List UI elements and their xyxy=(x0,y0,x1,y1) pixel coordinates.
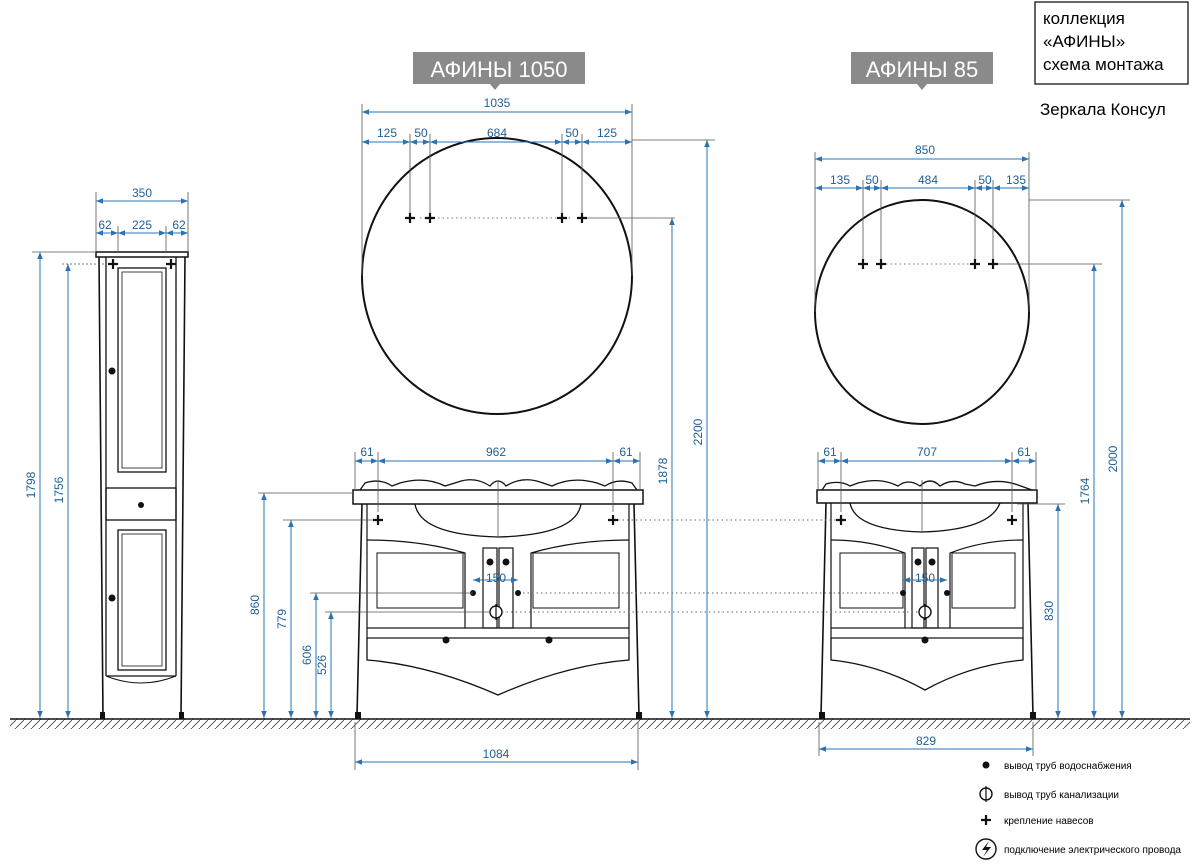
left-mirror-hinges xyxy=(405,213,587,223)
dim-left-mirror-hinge: 1878 xyxy=(656,457,670,484)
title-left-text: АФИНЫ 1050 xyxy=(431,57,568,82)
dim-column-side-right: 62 xyxy=(172,218,186,232)
title-right-text: АФИНЫ 85 xyxy=(866,57,978,82)
title-left: АФИНЫ 1050 xyxy=(413,52,585,90)
legend-hinge-text: крепление навесов xyxy=(1004,816,1094,827)
dim-left-mirror-gap-right: 50 xyxy=(565,126,579,140)
right-cabinet xyxy=(816,479,1038,719)
dim-right-mirror-width: 850 xyxy=(915,143,935,157)
legend-drain: вывод труб канализации xyxy=(979,786,1119,802)
dim-column-total-height: 1798 xyxy=(24,471,38,498)
dim-left-cabinet-width: 1084 xyxy=(483,747,510,761)
alignment-lines xyxy=(502,519,918,613)
left-cabinet xyxy=(352,479,644,719)
dim-right-mirror-middle: 484 xyxy=(918,173,938,187)
legend-electric-text: подключение электрического провода xyxy=(1004,845,1181,856)
dim-left-mirror-gap-left: 50 xyxy=(414,126,428,140)
dim-column-hinge-height: 1756 xyxy=(52,476,66,503)
collection-box: коллекция «АФИНЫ» схема монтажа xyxy=(1034,1,1189,85)
dim-right-water-spacing: 150 xyxy=(915,571,935,585)
dim-right-top-middle: 707 xyxy=(917,445,937,459)
mirror-series-label: Зеркала Консул xyxy=(1040,100,1166,119)
dim-left-mirror-top: 2200 xyxy=(691,418,705,445)
dim-column-side-left: 62 xyxy=(98,218,112,232)
collection-line-2: «АФИНЫ» xyxy=(1043,32,1125,51)
left-cabinet-connections xyxy=(258,492,618,620)
drain-outlet-icon xyxy=(979,786,993,802)
dim-right-mirror-edge-left: 135 xyxy=(830,173,850,187)
dim-right-mirror-gap-left: 50 xyxy=(865,173,879,187)
dim-column-width: 350 xyxy=(132,186,152,200)
collection-line-3: схема монтажа xyxy=(1043,55,1164,74)
dim-left-mirror-edge-right: 125 xyxy=(597,126,617,140)
dim-right-mirror-gap-right: 50 xyxy=(978,173,992,187)
legend: вывод труб водоснабжения вывод труб кана… xyxy=(975,760,1181,860)
dim-right-counter-height: 830 xyxy=(1042,601,1056,621)
legend-water-text: вывод труб водоснабжения xyxy=(1004,760,1132,772)
right-mirror xyxy=(814,199,1102,425)
collection-line-1: коллекция xyxy=(1043,9,1125,28)
right-cabinet-connections xyxy=(836,503,1065,620)
legend-drain-text: вывод труб канализации xyxy=(1004,789,1119,801)
dim-right-mirror-edge-right: 135 xyxy=(1006,173,1026,187)
column-cabinet xyxy=(95,251,189,719)
dimension-labels: 350 62 225 62 1798 1756 1035 125 50 684 … xyxy=(24,96,1120,761)
legend-water: вывод труб водоснабжения xyxy=(982,760,1132,772)
right-mirror-hinges xyxy=(858,259,998,269)
legend-electric: подключение электрического провода xyxy=(975,838,1181,860)
floor xyxy=(10,718,1190,729)
dim-right-mirror-hinge: 1764 xyxy=(1078,477,1092,504)
title-right: АФИНЫ 85 xyxy=(851,52,993,90)
dim-left-water-height: 606 xyxy=(300,645,314,665)
dim-left-mirror-middle: 684 xyxy=(487,126,507,140)
dim-left-hinge-height: 779 xyxy=(275,609,289,629)
dim-left-water-spacing: 150 xyxy=(486,571,506,585)
dim-left-top-edge-left: 61 xyxy=(360,445,374,459)
dim-left-mirror-width: 1035 xyxy=(484,96,511,110)
dim-column-middle: 225 xyxy=(132,218,152,232)
dim-right-cabinet-width: 829 xyxy=(916,734,936,748)
electric-connection-icon xyxy=(975,838,997,860)
dimension-lines xyxy=(32,104,1130,770)
dim-right-top-edge-left: 61 xyxy=(823,445,837,459)
dim-left-top-middle: 962 xyxy=(486,445,506,459)
dim-left-mirror-edge-left: 125 xyxy=(377,126,397,140)
dim-left-counter-height: 860 xyxy=(248,595,262,615)
water-outlet-icon xyxy=(982,761,990,769)
dim-right-mirror-top: 2000 xyxy=(1106,445,1120,472)
column-hinge-marks xyxy=(62,259,176,269)
legend-hinge: крепление навесов xyxy=(981,815,1094,827)
hinge-mount-icon xyxy=(981,815,991,825)
dim-right-top-edge-right: 61 xyxy=(1017,445,1031,459)
dim-left-top-edge-right: 61 xyxy=(619,445,633,459)
dim-left-drain-height: 526 xyxy=(315,655,329,675)
left-mirror xyxy=(361,137,675,415)
